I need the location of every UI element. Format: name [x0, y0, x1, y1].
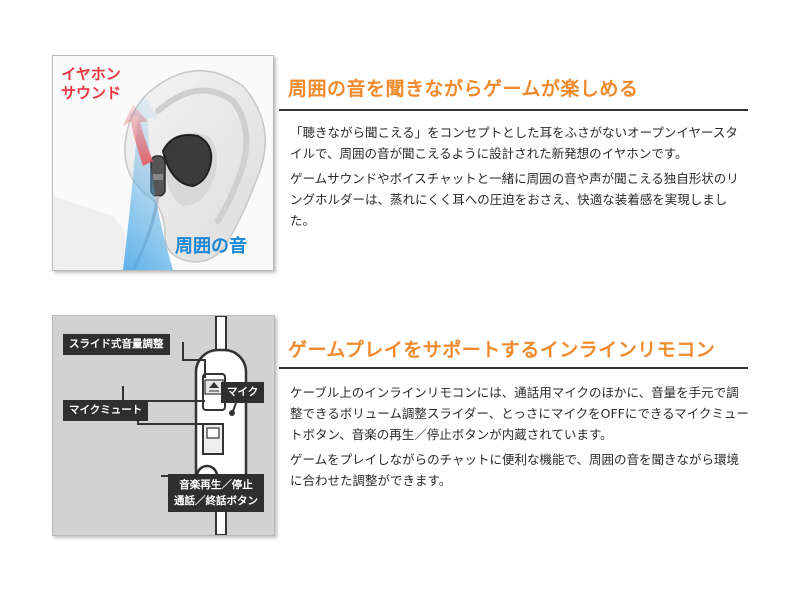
heading-divider: [279, 367, 748, 369]
label-ambient-sound: 周囲の音: [175, 236, 247, 257]
callout-mic-mute: マイクミュート: [63, 400, 149, 421]
ear-illustration: [53, 56, 273, 270]
callout-mic: マイク: [221, 382, 265, 403]
section-body: 「聴きながら聞こえる」をコンセプトとした耳をふさがないオープンイヤースタイルで、…: [290, 122, 750, 235]
callout-play-line1: 音楽再生／停止: [179, 479, 253, 491]
label-earphone-sound-line1: イヤホン: [61, 65, 121, 83]
earphone-wearing-figure: イヤホン サウンド 周囲の音: [52, 55, 274, 271]
callout-volume-slider: スライド式音量調整: [63, 334, 170, 355]
label-earphone-sound: イヤホン サウンド: [61, 65, 121, 103]
paragraph: ゲームサウンドやボイスチャットと一緒に周囲の音や声が聞こえる独自形状のリングホル…: [290, 171, 739, 228]
callout-play-button: 音楽再生／停止 通話／終話ボタン: [168, 474, 264, 512]
paragraph: 「聴きながら聞こえる」をコンセプトとした耳をふさがないオープンイヤースタイルで、…: [290, 125, 738, 161]
section-heading: ゲームプレイをサポートするインラインリモコン: [288, 339, 716, 361]
heading-divider: [279, 109, 748, 111]
section-open-ear: イヤホン サウンド 周囲の音 周囲の音を聞きながらゲームが楽しめる 「聴きながら…: [0, 0, 800, 290]
inline-remote-figure: スライド式音量調整 マイク マイクミュート 音楽再生／停止 通話／終話ボタン: [52, 315, 275, 536]
paragraph: ゲームをプレイしながらのチャットに便利な機能で、周囲の音を聞きながら環境に合わせ…: [290, 452, 740, 488]
section-heading: 周囲の音を聞きながらゲームが楽しめる: [288, 78, 639, 100]
section-inline-remote: スライド式音量調整 マイク マイクミュート 音楽再生／停止 通話／終話ボタン ゲ…: [0, 290, 800, 600]
paragraph: ケーブル上のインラインリモコンには、通話用マイクのほかに、音量を手元で調整できる…: [290, 385, 749, 442]
section-body: ケーブル上のインラインリモコンには、通話用マイクのほかに、音量を手元で調整できる…: [290, 382, 750, 495]
callout-play-line2: 通話／終話ボタン: [174, 495, 258, 507]
label-earphone-sound-line2: サウンド: [61, 84, 122, 102]
